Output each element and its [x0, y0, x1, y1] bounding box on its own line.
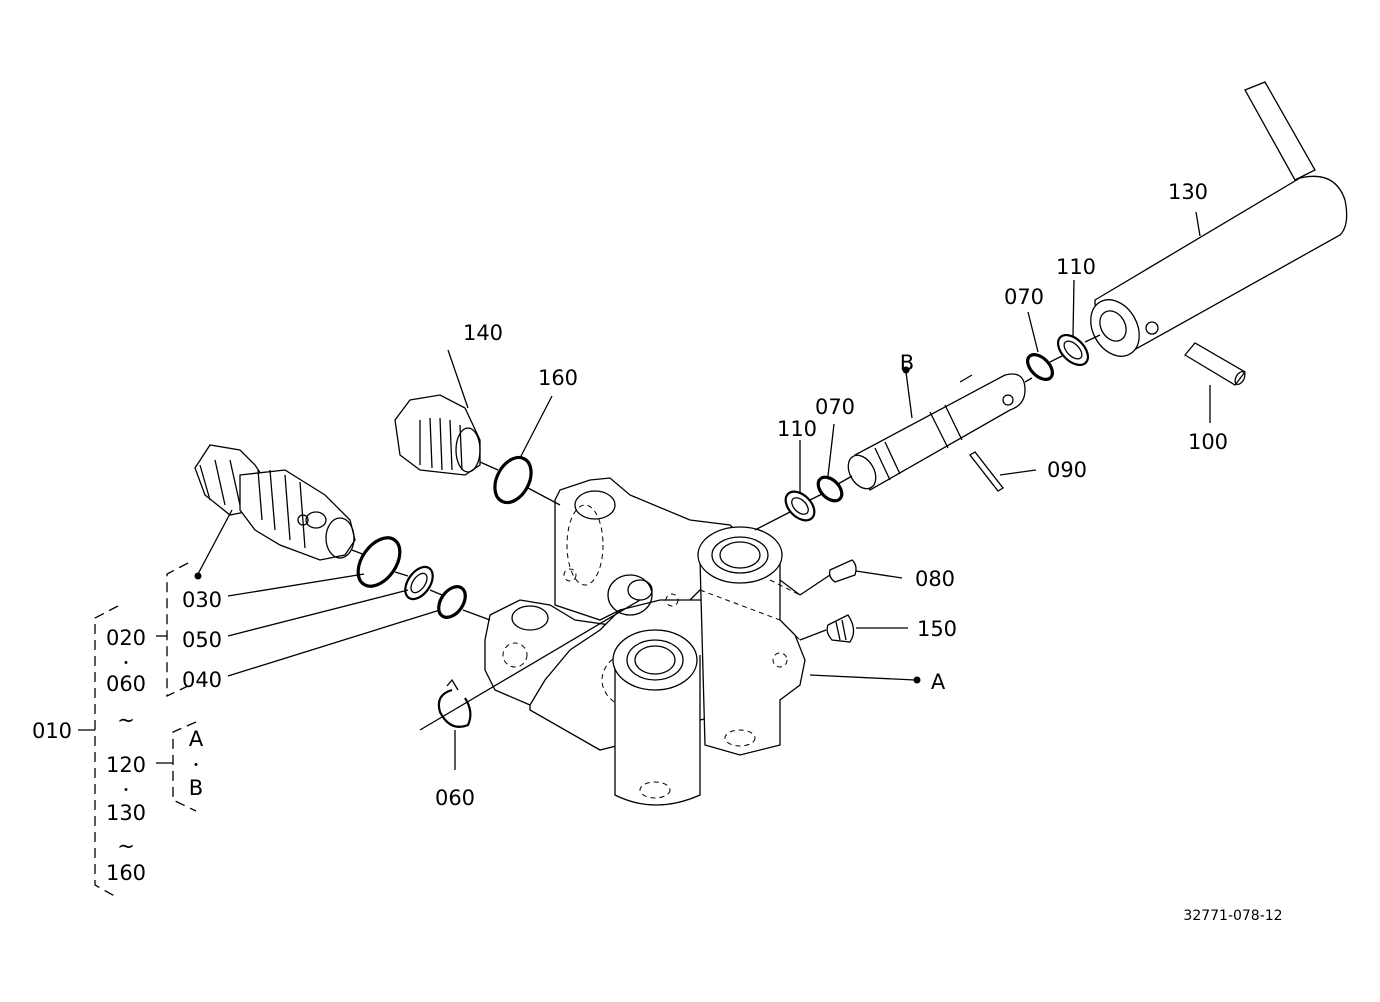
valve-body	[484, 477, 806, 806]
callout-ref-b: B	[900, 351, 914, 375]
spool-shaft-b	[847, 373, 1026, 491]
callout-040: 040	[182, 668, 222, 692]
callout-160-group: 160	[106, 861, 146, 885]
callout-070-left: 070	[815, 395, 855, 419]
callout-080: 080	[915, 567, 955, 591]
callout-060-group: 060	[106, 672, 146, 696]
callout-060: 060	[435, 786, 475, 810]
drawing-number: 32771-078-12	[1183, 908, 1282, 924]
o-ring-160	[493, 455, 533, 505]
callout-120: 120	[106, 753, 146, 777]
plug-140	[394, 394, 481, 476]
plug-150	[826, 614, 855, 643]
pin-100	[1184, 342, 1246, 386]
separator-dot-3: ・	[189, 758, 203, 774]
callout-110-left: 110	[777, 417, 817, 441]
washer-110-left	[784, 490, 816, 522]
group-brackets	[78, 562, 197, 899]
callout-130: 130	[1168, 180, 1208, 204]
o-ring-070-left	[816, 475, 844, 503]
callout-090: 090	[1047, 458, 1087, 482]
callout-140: 140	[463, 321, 503, 345]
group-label-a: A	[189, 727, 204, 751]
pin-080	[828, 559, 857, 583]
callout-150: 150	[917, 617, 957, 641]
o-ring-030	[356, 536, 402, 588]
separator-dot-1: ・	[119, 656, 133, 672]
range-tilde-2: ~	[117, 834, 135, 858]
assembly-lines	[351, 334, 1101, 731]
callout-110-right: 110	[1056, 255, 1096, 279]
relief-valve-cartridge	[194, 444, 356, 561]
callout-010: 010	[32, 719, 72, 743]
group-label-b: B	[189, 776, 203, 800]
callout-ref-a: A	[931, 670, 946, 694]
callout-130-group: 130	[106, 801, 146, 825]
separator-dot-2: ・	[119, 783, 133, 799]
lever-130	[1090, 81, 1348, 357]
range-tilde-1: ~	[117, 708, 135, 732]
callout-100: 100	[1188, 430, 1228, 454]
callout-050: 050	[182, 628, 222, 652]
circlip-060	[437, 678, 472, 728]
leader-lines	[194, 211, 1211, 770]
o-ring-070-right	[1026, 353, 1054, 381]
washer-050	[404, 565, 434, 601]
washer-110-right	[1056, 333, 1090, 367]
callout-labels: 140 160 110 070 B 070 110 130 100 090 08…	[32, 180, 1283, 924]
callout-160: 160	[538, 366, 578, 390]
callout-070-right: 070	[1004, 285, 1044, 309]
spring-pin-090	[969, 451, 1004, 492]
callout-020: 020	[106, 626, 146, 650]
o-ring-040	[437, 585, 467, 619]
callout-030: 030	[182, 588, 222, 612]
